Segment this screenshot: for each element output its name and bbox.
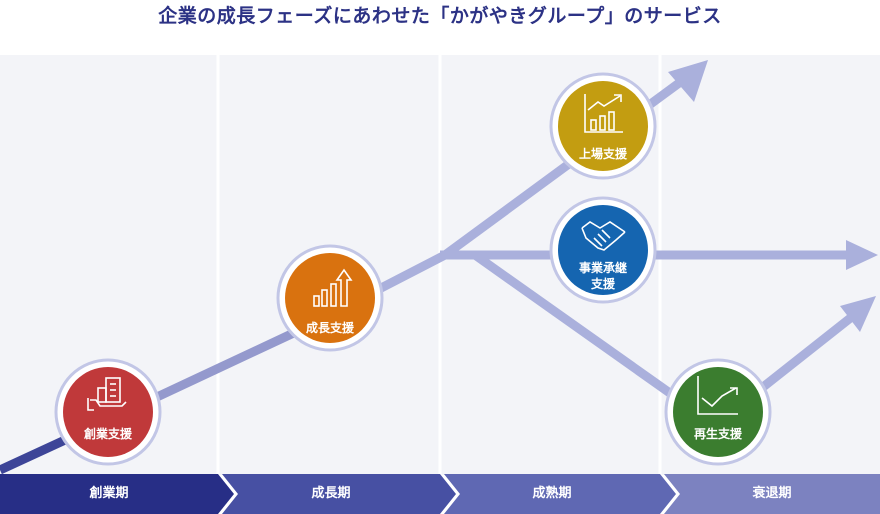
handshake-icon	[581, 221, 626, 251]
building-hand-icon	[87, 377, 127, 411]
service-node-startup[interactable]	[54, 358, 162, 466]
service-label-succession-line2: 支援	[590, 277, 615, 291]
service-label-growth: 成長支援	[305, 321, 354, 335]
service-label-listing: 上場支援	[578, 147, 627, 161]
phase-bar-maturity	[444, 474, 676, 514]
phase-label-decline: 衰退期	[752, 486, 792, 501]
phase-bar-startup	[0, 474, 234, 514]
service-label-startup: 創業支援	[83, 427, 132, 441]
arrowhead-listing	[668, 60, 708, 102]
phase-label-growth: 成長期	[311, 486, 351, 501]
arrowhead-recovery	[840, 296, 876, 332]
growth-bars-icon	[313, 268, 353, 307]
service-node-listing[interactable]	[549, 72, 657, 180]
recovery-chart-icon	[697, 376, 738, 415]
service-label-revitalization: 再生支援	[693, 427, 742, 441]
phase-bar-decline	[664, 474, 880, 514]
phase-bar-growth	[222, 474, 456, 514]
service-label-succession-line1: 事業承継	[578, 261, 627, 275]
page-title: 企業の成長フェーズにあわせた「かがやきグループ」のサービス	[158, 5, 722, 27]
service-node-growth[interactable]	[276, 244, 384, 352]
arrowhead-succession	[846, 240, 878, 270]
phase-label-startup: 創業期	[89, 486, 129, 501]
rising-chart-icon	[584, 94, 623, 133]
service-node-revitalization[interactable]	[664, 358, 772, 466]
phase-label-maturity: 成熟期	[532, 486, 572, 501]
service-node-succession[interactable]	[549, 196, 657, 304]
